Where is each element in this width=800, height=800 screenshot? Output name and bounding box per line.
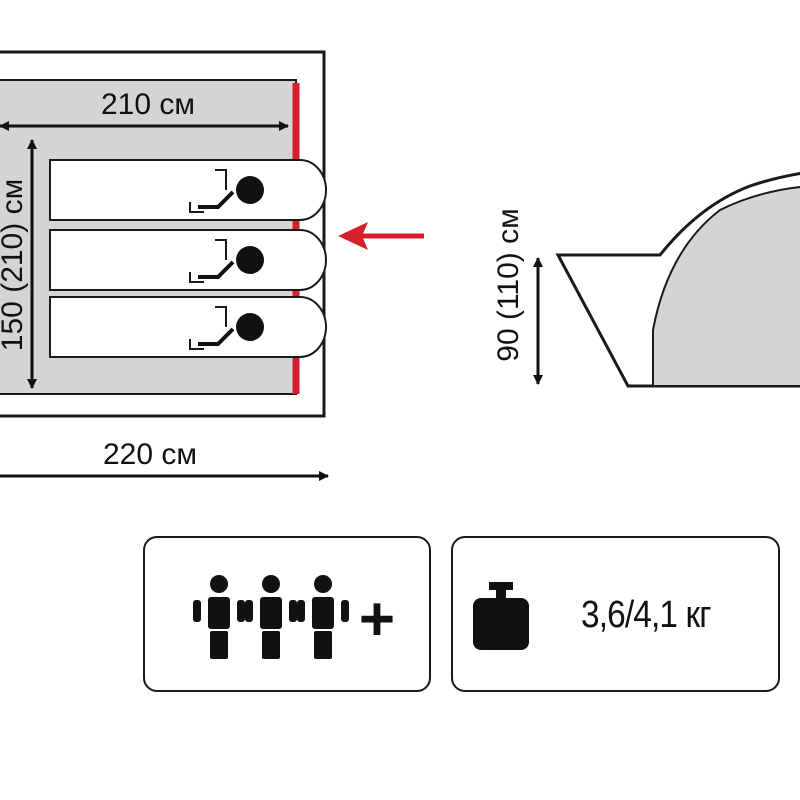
extra-capacity-plus: +: [359, 585, 395, 654]
person-icon: [193, 575, 245, 659]
sleeping-bag: [49, 296, 327, 358]
side-view: 90 (110) см: [492, 171, 800, 388]
person-head-icon: [236, 313, 264, 341]
floor-plan: 210 см 150 (210) см 220 см: [0, 50, 329, 481]
sleeping-bag: [49, 229, 327, 291]
weight-card: 3,6/4,1 кг: [451, 536, 780, 692]
sleeping-bag: [49, 159, 327, 221]
weight-icon: [473, 582, 529, 650]
inner-length-label: 210 см: [101, 88, 195, 121]
capacity-card: +: [143, 536, 431, 692]
inner-tent-profile: [652, 185, 800, 387]
view-direction-arrow: [338, 222, 424, 250]
weight-value: 3,6/4,1 кг: [581, 594, 711, 636]
outer-length-label: 220 см: [103, 438, 197, 471]
person-head-icon: [236, 246, 264, 274]
inner-width-label: 150 (210) см: [0, 179, 29, 351]
person-head-icon: [236, 176, 264, 204]
person-icon: [245, 575, 297, 659]
person-icon: [297, 575, 349, 659]
height-label: 90 (110) см: [492, 208, 525, 361]
